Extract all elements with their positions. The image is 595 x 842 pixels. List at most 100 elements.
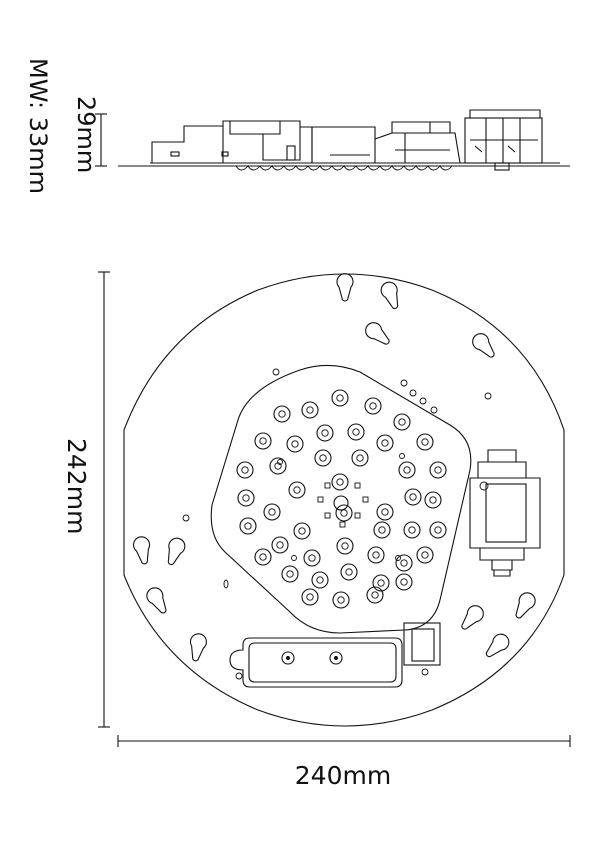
led-chip-icon (293, 522, 311, 540)
mounting-holes (182, 368, 492, 680)
led-chip-icon (236, 461, 254, 479)
diameter-dimension-line (98, 271, 110, 728)
led-array (236, 389, 447, 609)
led-chip-icon (331, 473, 349, 491)
led-chip-core (403, 466, 411, 474)
led-chip-core (434, 526, 442, 534)
led-chip-icon (332, 591, 350, 609)
center-ring (333, 495, 349, 511)
height-dimension-line (95, 113, 107, 167)
led-chip-core (336, 478, 344, 486)
led-chip-core (408, 526, 416, 534)
led-chip-core (378, 526, 386, 534)
led-chip-icon (311, 571, 329, 589)
led-chip-icon (376, 434, 394, 452)
led-chip-core (306, 406, 314, 414)
led-chip-icon (288, 481, 306, 499)
led-chip-icon (403, 521, 421, 539)
led-chip-core (337, 596, 345, 604)
diameter-label: 242mm (62, 438, 91, 534)
led-chip-core (308, 554, 316, 562)
led-chip-icon (239, 517, 257, 535)
led-dot (291, 555, 297, 561)
keyhole-slot-icon (167, 537, 186, 566)
led-chip-icon (331, 389, 349, 407)
led-chip-core (398, 418, 406, 426)
led-chip-core (241, 466, 249, 474)
led-board (210, 364, 472, 634)
keyhole-slot-icon (146, 587, 167, 614)
led-lens-profile (235, 165, 453, 171)
led-chip-icon (263, 503, 281, 521)
led-chip-icon (395, 573, 413, 591)
led-chip-core (259, 437, 267, 445)
led-chip-icon (254, 548, 272, 566)
led-chip-icon (281, 565, 299, 583)
led-chip-core (306, 593, 314, 601)
led-chip-core (400, 559, 408, 567)
led-chip-core (336, 394, 344, 402)
led-chip-core (372, 551, 380, 559)
keyhole-slot-icon (189, 633, 207, 662)
led-chip-icon (314, 449, 332, 467)
led-chip-core (316, 576, 324, 584)
keyhole-slot-icon (365, 322, 390, 345)
led-chip-core (319, 454, 327, 462)
led-dot (277, 459, 283, 465)
center-markers (317, 482, 369, 528)
top-view (98, 271, 571, 747)
led-chip-icon (301, 588, 319, 606)
keyhole-slot-icon (380, 281, 399, 310)
led-chip-core (321, 429, 329, 437)
width-dimension-line (117, 735, 571, 747)
led-chip-icon (254, 432, 272, 450)
led-chip-core (381, 439, 389, 447)
driver-housing-side (151, 120, 313, 163)
keyhole-slots (133, 273, 536, 662)
led-chip-icon (351, 449, 369, 467)
keyhole-slot-icon (461, 605, 484, 630)
keyhole-slot-icon (472, 333, 495, 358)
led-chip-core (340, 509, 348, 517)
led-chip-icon (398, 461, 416, 479)
led-chip-core (268, 508, 276, 516)
led-chip-core (278, 410, 286, 418)
led-chip-core (377, 579, 385, 587)
led-chip-icon (404, 488, 422, 506)
led-chip-core (345, 568, 353, 576)
led-chip-core (242, 494, 250, 502)
led-chip-core (352, 428, 360, 436)
led-chip-core (298, 527, 306, 535)
led-chip-icon (429, 461, 447, 479)
keyhole-slot-icon (336, 273, 354, 302)
led-chip-icon (273, 405, 291, 423)
led-chip-icon (286, 435, 304, 453)
led-chip-icon (372, 574, 390, 592)
led-chip-icon (316, 424, 334, 442)
led-chip-core (291, 440, 299, 448)
led-chip-icon (269, 457, 287, 475)
led-chip-core (341, 542, 349, 550)
led-dot (395, 555, 401, 561)
led-chip-core (244, 522, 252, 530)
keyhole-slot-icon (515, 592, 536, 619)
led-chip-core (409, 493, 417, 501)
led-chip-core (434, 466, 442, 474)
led-chip-icon (424, 491, 442, 509)
connector-box (229, 637, 403, 688)
led-chip-icon (336, 537, 354, 555)
led-chip-icon (395, 554, 413, 572)
led-chip-icon (393, 413, 411, 431)
led-chip-core (286, 570, 294, 578)
led-chip-icon (429, 521, 447, 539)
led-chip-icon (347, 423, 365, 441)
led-chip-core (369, 402, 377, 410)
clip-bracket (403, 622, 441, 666)
led-chip-icon (340, 563, 358, 581)
led-chip-core (356, 454, 364, 462)
led-chip-core (259, 553, 267, 561)
keyhole-slot-icon (485, 633, 510, 658)
led-chip-core (381, 508, 389, 516)
led-chip-icon (271, 536, 289, 554)
